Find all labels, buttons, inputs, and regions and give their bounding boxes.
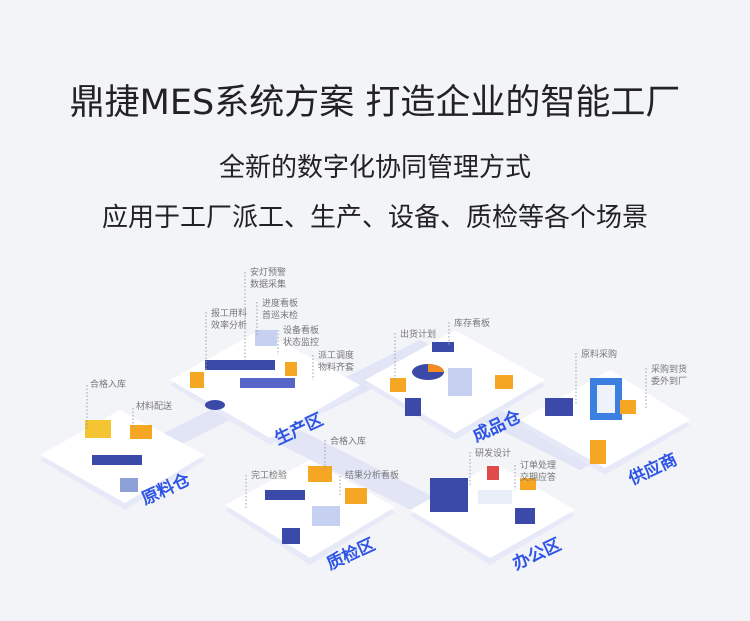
platform-supplier [520, 370, 690, 475]
label-status: 状态监控 [283, 336, 319, 348]
label-order: 订单处理 [520, 459, 556, 471]
label-purchase-arrival: 采购到货 [651, 363, 687, 375]
label-progress: 进度看板 [262, 297, 298, 309]
platform-production [170, 330, 360, 445]
label-kitting: 物料齐套 [318, 361, 354, 373]
label-andon: 安灯预警 [250, 266, 286, 278]
label-qualified-storage: 合格入库 [90, 378, 126, 390]
label-data-collection: 数据采集 [250, 278, 286, 290]
label-efficiency: 效率分析 [211, 319, 247, 331]
label-raw-purchase: 原料采购 [581, 348, 617, 360]
label-material-delivery: 材料配送 [136, 400, 172, 412]
platform-office [410, 463, 575, 565]
label-rd-design: 研发设计 [475, 447, 511, 459]
label-result-board: 结果分析看板 [345, 469, 399, 481]
subtitle-line-1: 全新的数字化协同管理方式 [218, 153, 531, 183]
platform-raw-material [40, 410, 205, 510]
platforms [40, 330, 690, 565]
label-qc-storage: 合格入库 [330, 435, 366, 447]
label-inventory-board: 库存看板 [454, 317, 490, 329]
label-report: 报工用料 [211, 307, 247, 319]
leader-lines [86, 272, 647, 510]
headline: 鼎捷MES系统方案 打造企业的智能工厂 [69, 83, 681, 123]
label-shipping-plan: 出货计划 [400, 328, 436, 340]
label-dispatch: 派工调度 [318, 349, 354, 361]
feature-labels: 合格入库 材料配送 安灯预警 数据采集 报工用料 效率分析 进度看板 首巡末检 … [90, 266, 687, 483]
label-outsource: 委外到厂 [651, 375, 687, 387]
label-inspection: 首巡末检 [262, 309, 298, 321]
label-equipment: 设备看板 [283, 324, 319, 336]
subtitle-line-2: 应用于工厂派工、生产、设备、质检等各个场景 [101, 203, 648, 233]
label-delivery-reply: 交期应答 [520, 471, 556, 483]
platform-quality [225, 460, 395, 565]
platform-finished-goods [365, 330, 545, 440]
label-completion-inspection: 完工检验 [251, 469, 287, 481]
